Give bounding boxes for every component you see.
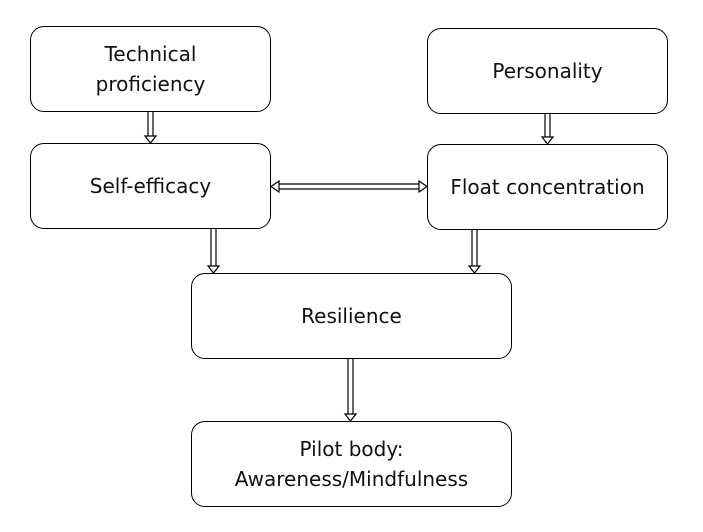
arrow-selfefficacy-to-resilience [206, 229, 221, 274]
node-pilot-body-label: Pilot body: Awareness/Mindfulness [235, 434, 468, 494]
node-technical-proficiency: Technical proficiency [30, 26, 271, 112]
node-technical-proficiency-label: Technical proficiency [96, 39, 206, 99]
node-personality-label: Personality [492, 59, 603, 83]
node-pilot-body-line2: Awareness/Mindfulness [234, 467, 469, 491]
node-technical-proficiency-line2: proficiency [95, 72, 206, 96]
node-pilot-body-line1: Pilot body: [299, 437, 404, 461]
node-float-concentration-label: Float concentration [450, 175, 645, 199]
arrow-float-to-resilience [467, 230, 482, 274]
node-resilience-label: Resilience [301, 304, 402, 328]
node-float-concentration: Float concentration [427, 144, 668, 230]
node-technical-proficiency-line1: Technical [104, 42, 197, 66]
node-self-efficacy-label: Self-efficacy [89, 174, 212, 198]
node-resilience: Resilience [191, 273, 512, 359]
arrow-resilience-to-pilotbody [343, 359, 358, 422]
node-personality: Personality [427, 28, 668, 114]
node-self-efficacy: Self-efficacy [30, 143, 271, 229]
node-pilot-body: Pilot body: Awareness/Mindfulness [191, 421, 512, 507]
arrow-selfefficacy-float-bidirectional [269, 179, 429, 194]
arrow-personality-to-float [540, 114, 555, 145]
arrow-technical-to-selfefficacy [143, 112, 158, 144]
